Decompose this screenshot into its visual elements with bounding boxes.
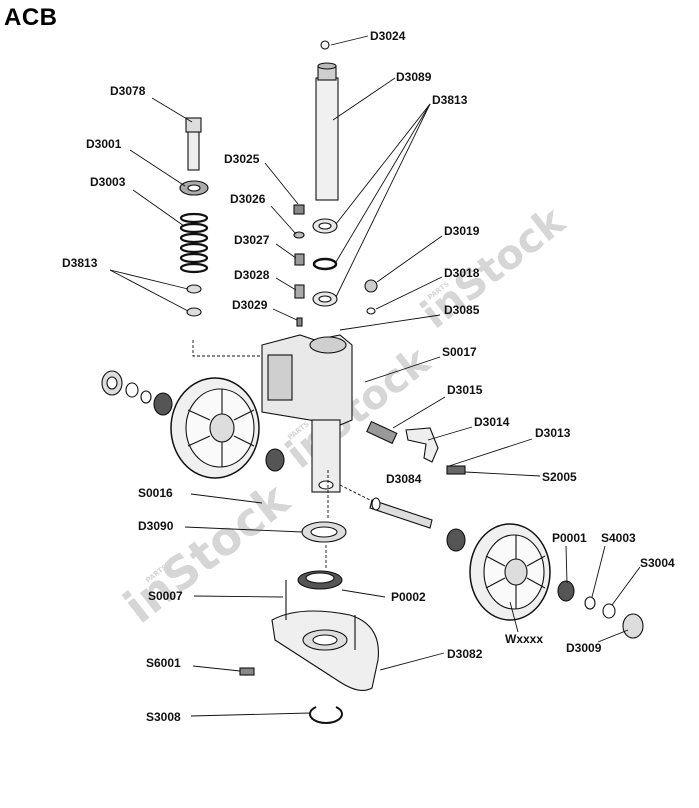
label-s3008: S3008	[146, 710, 181, 724]
label-d3001: D3001	[86, 137, 122, 151]
seal-part	[186, 284, 202, 294]
bushing-part	[179, 180, 209, 196]
label-wxxxx: Wxxxx	[505, 632, 543, 646]
label-d3027: D3027	[234, 233, 270, 247]
label-s0016: S0016	[138, 486, 173, 500]
label-d3029: D3029	[232, 298, 268, 312]
right-axle-parts	[557, 580, 644, 639]
label-d3019: D3019	[444, 224, 480, 238]
label-s2005: S2005	[542, 470, 577, 484]
label-p0001: P0001	[552, 531, 587, 545]
bearing-part	[265, 448, 285, 472]
pin-part	[185, 117, 202, 171]
part-labels: D3024 D3089 D3813 D3078 D3001 D3003 D302…	[62, 29, 675, 724]
bearing-part	[446, 528, 466, 552]
label-d3013: D3013	[535, 426, 571, 440]
left-wheel-part	[170, 377, 260, 479]
thrust-ring-part	[301, 521, 347, 543]
label-d3090: D3090	[138, 519, 174, 533]
seal-stack-part	[312, 218, 338, 307]
ball-part	[320, 40, 330, 50]
label-d3015: D3015	[447, 383, 483, 397]
label-d3085: D3085	[444, 303, 480, 317]
leader-lines	[109, 35, 641, 717]
ring-part	[366, 307, 376, 315]
axle-part	[369, 497, 433, 529]
diagram-title: ACB	[4, 4, 58, 31]
label-d3014: D3014	[474, 415, 510, 429]
label-d3089: D3089	[396, 70, 432, 84]
left-axle-parts	[101, 370, 173, 416]
parts-drawing	[101, 40, 644, 725]
label-s0007: S0007	[148, 589, 183, 603]
thrust-bearing-part	[297, 570, 343, 590]
label-s6001: S6001	[146, 656, 181, 670]
label-d3028: D3028	[234, 268, 270, 282]
label-s4003: S4003	[601, 531, 636, 545]
label-d3813-left: D3813	[62, 256, 98, 270]
circlip-part	[309, 706, 343, 725]
label-s0017: S0017	[442, 345, 477, 359]
label-d3082: D3082	[447, 647, 483, 661]
right-wheel-part	[469, 523, 551, 621]
screw-part	[364, 279, 378, 293]
spring-part	[179, 212, 209, 274]
valve-parts	[293, 204, 305, 327]
label-d3078: D3078	[110, 84, 146, 98]
label-p0002: P0002	[391, 590, 426, 604]
valve-cartridge-part	[366, 420, 398, 445]
label-d3024: D3024	[370, 29, 406, 43]
small-spring-part	[446, 465, 466, 475]
label-d3084: D3084	[386, 472, 422, 486]
label-d3018: D3018	[444, 266, 480, 280]
piston-rod-part	[315, 62, 339, 201]
seal-part	[186, 307, 202, 317]
pump-body-part	[261, 334, 353, 493]
label-d3025: D3025	[224, 152, 260, 166]
label-d3003: D3003	[90, 175, 126, 189]
label-d3026: D3026	[230, 192, 266, 206]
grease-nipple-part	[239, 667, 255, 676]
label-s3004: S3004	[640, 556, 675, 570]
label-d3009: D3009	[566, 641, 602, 655]
watermark-text: inStock	[413, 197, 575, 337]
release-lever-part	[405, 427, 439, 463]
label-d3813-top: D3813	[432, 93, 468, 107]
base-plate-part	[271, 580, 379, 691]
